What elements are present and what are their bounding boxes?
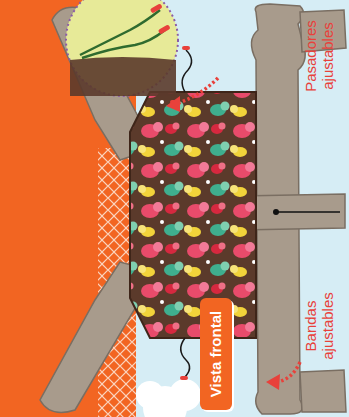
view-tag: Vista frontal xyxy=(200,298,232,410)
view-title: Vista frontal xyxy=(200,298,232,410)
callout-label: Pasadores ajustables xyxy=(302,8,342,104)
callout-label: Bandas ajustables xyxy=(302,281,342,371)
